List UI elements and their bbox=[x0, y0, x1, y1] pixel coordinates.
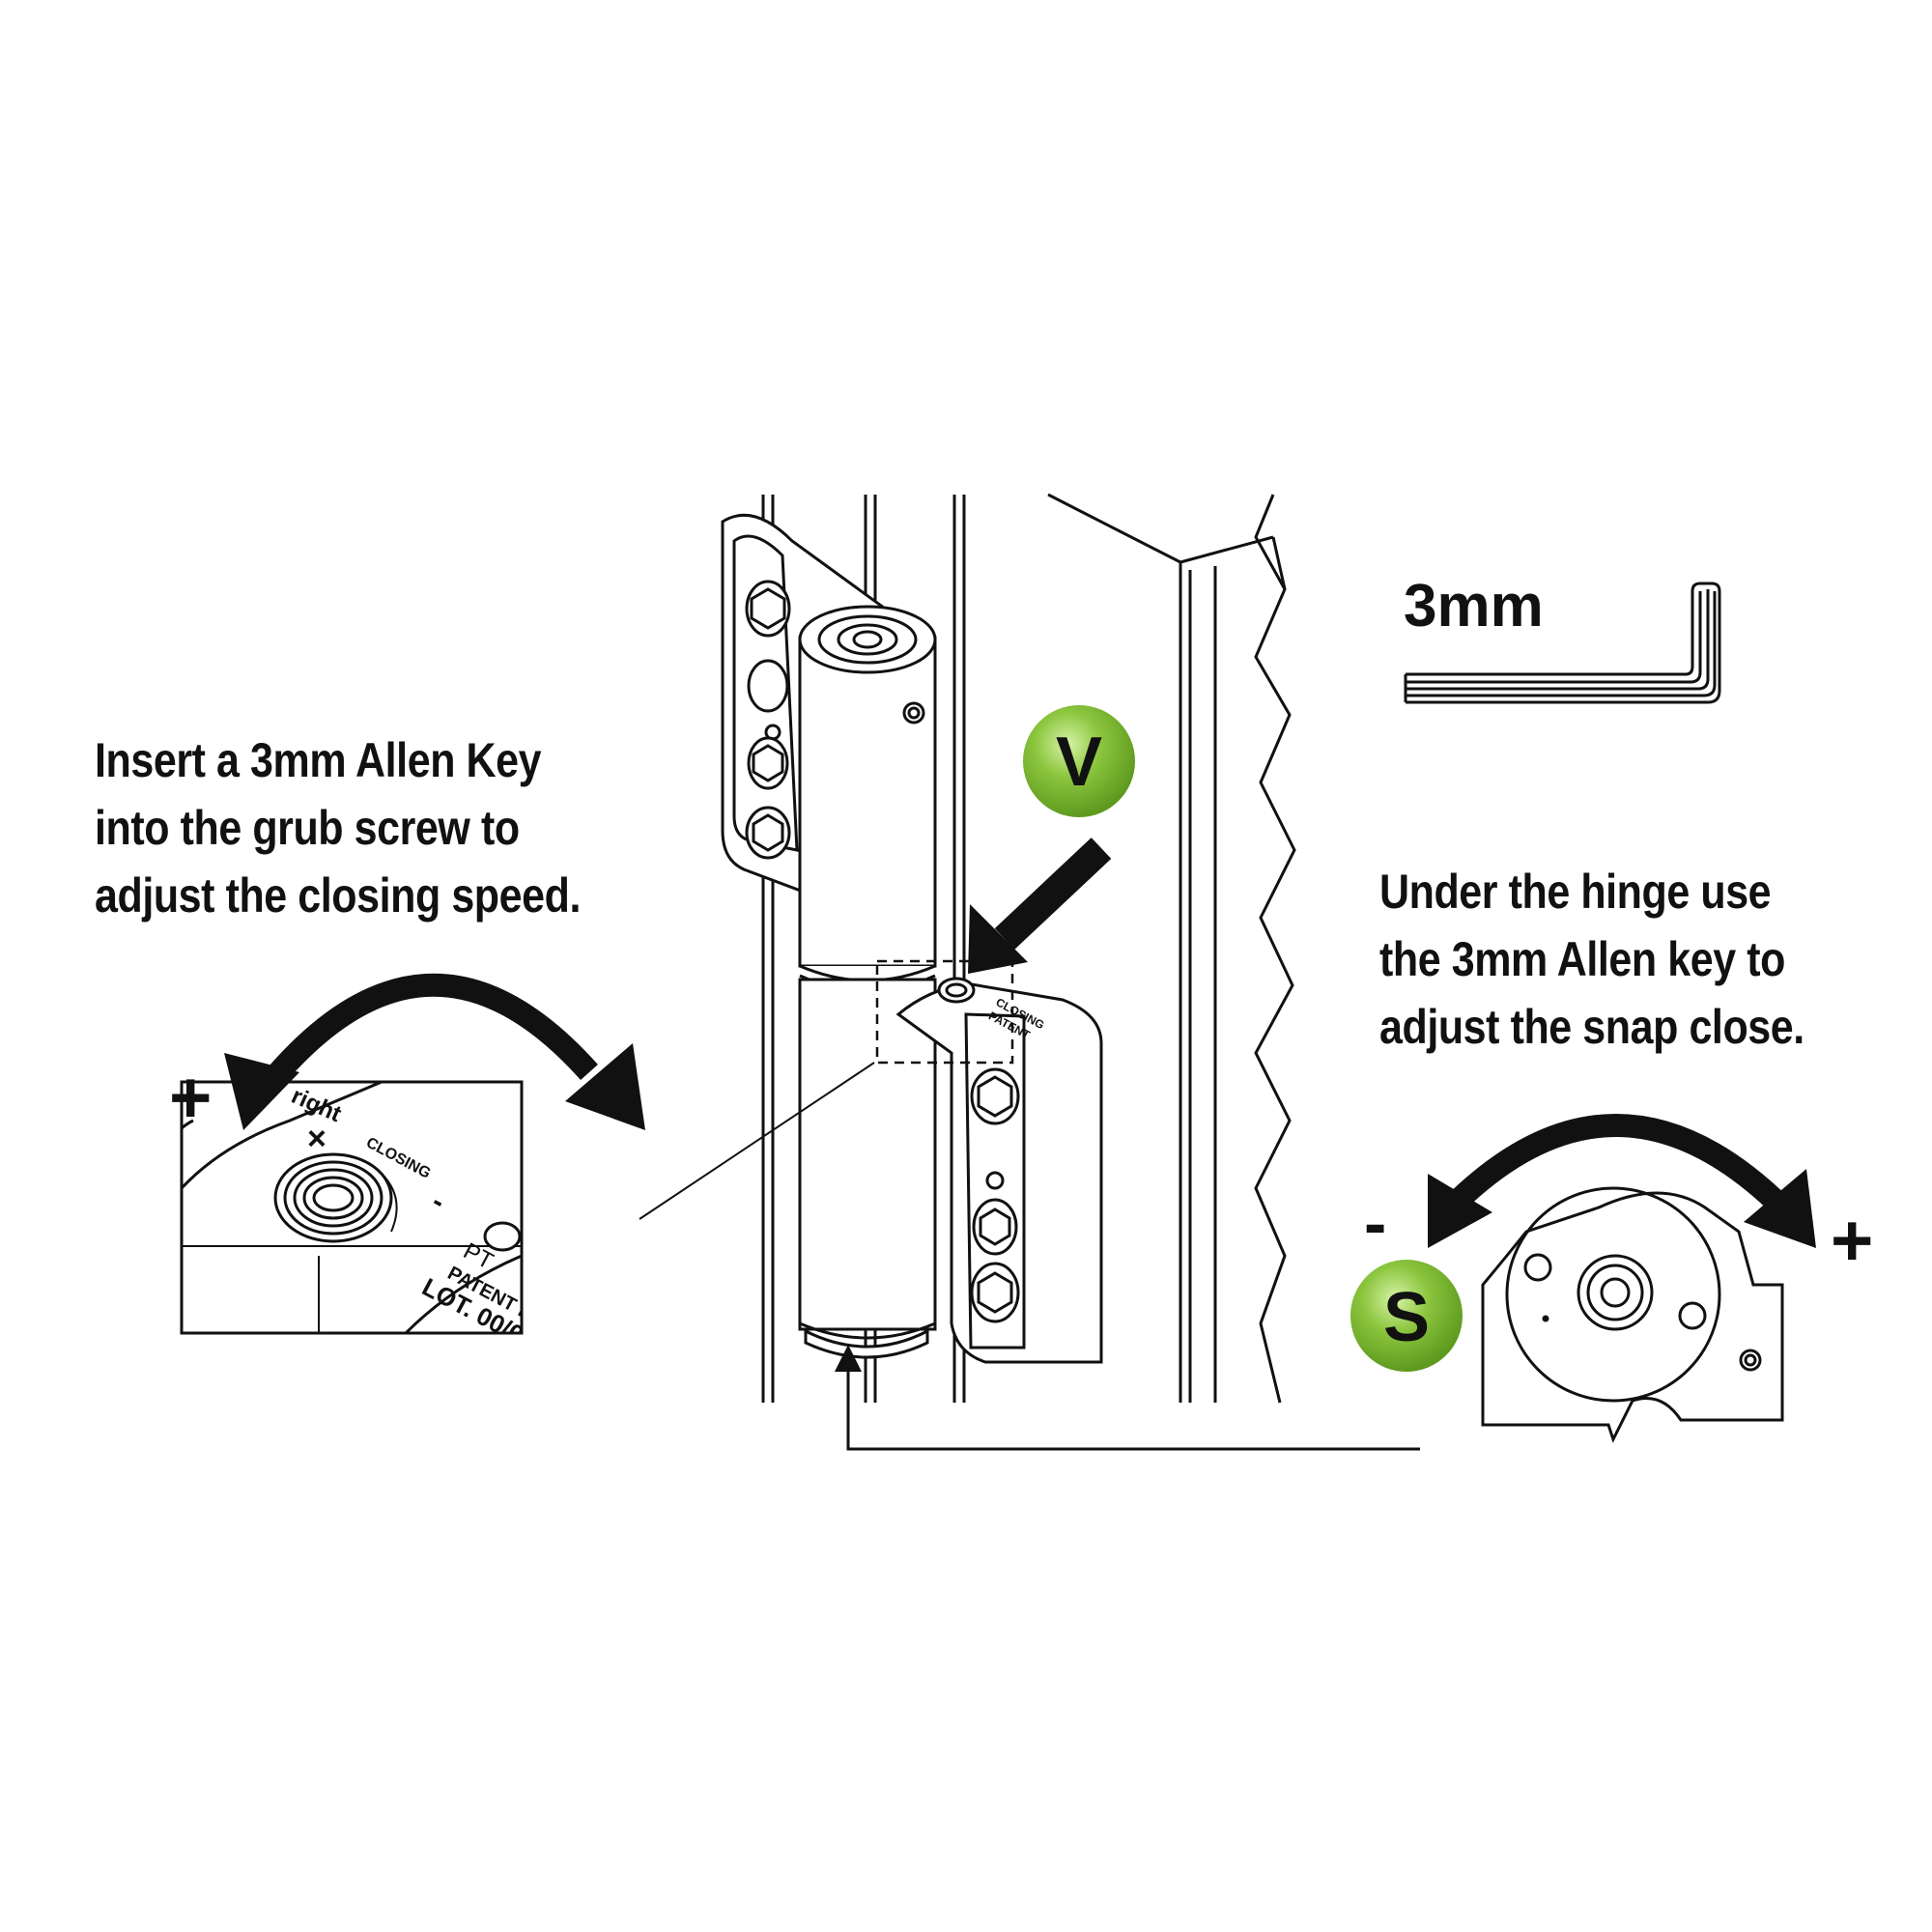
closing-speed-line-1: Insert a 3mm Allen Key bbox=[95, 733, 542, 787]
snap-close-plus-label: + bbox=[1831, 1200, 1873, 1282]
snap-close-line-3: adjust the snap close. bbox=[1379, 1000, 1804, 1054]
closing-speed-plus-label: + bbox=[169, 1057, 212, 1139]
snap-close-detail bbox=[1481, 1186, 1784, 1443]
grub-screw-highlight-box bbox=[875, 959, 1014, 1065]
badge-s-letter: S bbox=[1383, 1279, 1430, 1356]
allen-key-icon bbox=[1404, 582, 1721, 704]
allen-key-size-label: 3mm bbox=[1404, 573, 1544, 639]
snap-close-rotate-arrow-icon bbox=[1428, 1114, 1816, 1248]
closing-speed-line-3: adjust the closing speed. bbox=[95, 868, 581, 923]
closing-speed-rotate-arrow-icon bbox=[224, 973, 645, 1130]
snap-close-line-1: Under the hinge use bbox=[1379, 865, 1772, 919]
lower-leaf-screw-holes bbox=[970, 1067, 1020, 1323]
closing-speed-line-2: into the grub screw to bbox=[95, 801, 520, 855]
closing-speed-instruction: Insert a 3mm Allen Key into the grub scr… bbox=[95, 726, 581, 929]
snap-close-line-2: the 3mm Allen key to bbox=[1379, 932, 1785, 986]
upper-leaf-screw-holes bbox=[745, 580, 791, 860]
snap-close-minus-label: - bbox=[1364, 1185, 1386, 1261]
leader-line-right bbox=[835, 1345, 1420, 1451]
badge-v: V bbox=[1023, 705, 1135, 817]
hinge-barrel bbox=[798, 605, 937, 1359]
leader-line-left bbox=[639, 1062, 875, 1220]
grub-screw bbox=[937, 977, 976, 1004]
lower-hinge-leaf bbox=[895, 977, 1103, 1364]
badge-v-letter: V bbox=[1056, 724, 1102, 801]
badge-s: S bbox=[1350, 1260, 1463, 1372]
snap-close-instruction: Under the hinge use the 3mm Allen key to… bbox=[1379, 858, 1804, 1061]
closing-speed-detail: right × CLOSING - PT PATENT P LOT. 00/0 bbox=[180, 1080, 524, 1335]
pointer-arrow-icon bbox=[968, 838, 1112, 974]
detail-label-x: × bbox=[307, 1121, 327, 1157]
